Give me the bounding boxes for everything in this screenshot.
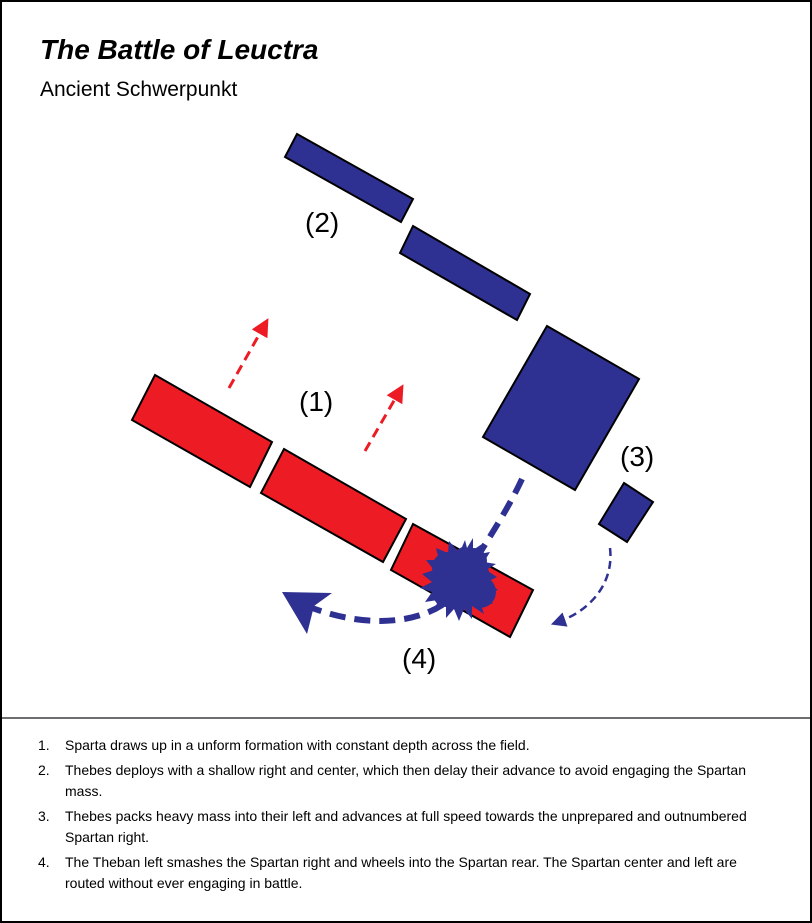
notes-list: 1. Sparta draws up in a unform formation… bbox=[38, 735, 778, 898]
theban-right-block bbox=[283, 132, 415, 224]
label-step-2: (2) bbox=[305, 207, 339, 238]
label-step-4: (4) bbox=[402, 643, 436, 674]
theban-center-block bbox=[398, 224, 532, 322]
spartan-left-block bbox=[130, 373, 274, 489]
spartan-advance-arrow-left bbox=[227, 318, 269, 389]
label-step-1: (1) bbox=[299, 386, 333, 417]
spartan-center-block bbox=[259, 447, 408, 564]
note-number: 1. bbox=[38, 737, 50, 753]
spartan-advance-arrow-center bbox=[363, 384, 404, 452]
label-step-3: (3) bbox=[620, 441, 654, 472]
page-title: The Battle of Leuctra bbox=[40, 34, 319, 65]
theban-cavalry-arrow bbox=[550, 547, 612, 627]
section-divider bbox=[2, 717, 810, 719]
theban-cavalry-block bbox=[597, 481, 655, 544]
note-text: Sparta draws up in a unform formation wi… bbox=[65, 737, 530, 753]
note-text: The Theban left smashes the Spartan righ… bbox=[65, 854, 737, 891]
note-number: 2. bbox=[38, 762, 50, 778]
page-subtitle: Ancient Schwerpunkt bbox=[40, 78, 238, 101]
theban-thrust-arrowhead bbox=[282, 592, 332, 634]
note-item: 1. Sparta draws up in a unform formation… bbox=[38, 735, 778, 756]
note-item: 3. Thebes packs heavy mass into their le… bbox=[38, 806, 778, 848]
note-text: Thebes packs heavy mass into their left … bbox=[65, 808, 747, 845]
note-number: 3. bbox=[38, 808, 50, 824]
impact-burst bbox=[420, 538, 498, 621]
battle-diagram: (1) (2) (3) (4) bbox=[130, 132, 655, 674]
note-item: 2. Thebes deploys with a shallow right a… bbox=[38, 760, 778, 802]
note-item: 4. The Theban left smashes the Spartan r… bbox=[38, 852, 778, 894]
note-number: 4. bbox=[38, 854, 50, 870]
note-text: Thebes deploys with a shallow right and … bbox=[65, 762, 746, 799]
theban-left-mass bbox=[481, 324, 641, 492]
